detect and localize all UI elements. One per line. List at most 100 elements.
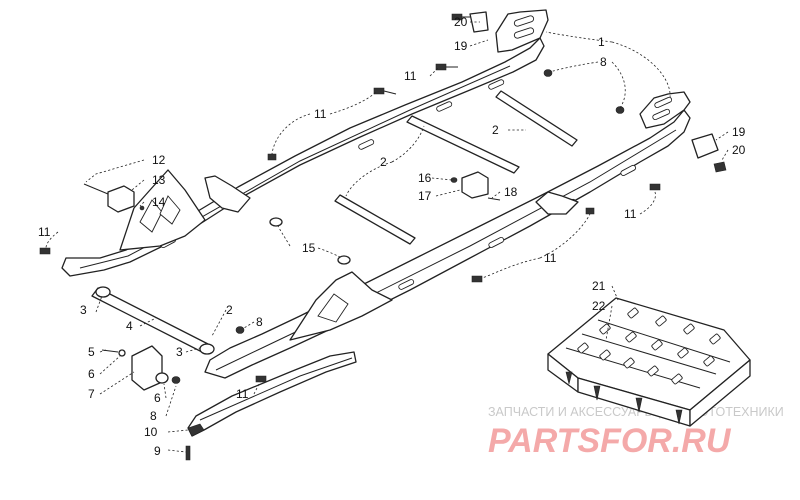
- module-lug: [709, 333, 721, 345]
- module-lug: [599, 323, 611, 335]
- callout-20: 20: [732, 143, 746, 157]
- bracket-bolt-top: [451, 13, 463, 21]
- callout-1: 1: [598, 35, 605, 49]
- watermark-brand: PARTSFOR.RU: [488, 422, 732, 460]
- callout-3: 3: [80, 303, 87, 317]
- rail-slot: [358, 139, 375, 150]
- module-side-right: [689, 359, 751, 427]
- module-lug: [655, 315, 667, 327]
- callout-13: 13: [152, 173, 166, 187]
- cross-shaft-lower: [334, 194, 416, 245]
- callout-2: 2: [380, 155, 387, 169]
- module-stud: [635, 397, 643, 413]
- callout-6: 6: [154, 391, 161, 405]
- callout-18: 18: [504, 185, 518, 199]
- cross-shaft-middle: [406, 115, 520, 174]
- bracket-bolt-right: [713, 161, 727, 173]
- nut: [139, 205, 145, 211]
- washer: [337, 255, 351, 265]
- slide-end: [187, 423, 205, 437]
- callout-9: 9: [154, 444, 161, 458]
- callout-10: 10: [144, 425, 158, 439]
- callout-16: 16: [418, 171, 432, 185]
- rail-slot: [488, 236, 505, 248]
- bolt: [39, 247, 51, 255]
- callout-3: 3: [176, 345, 183, 359]
- callout-22: 22: [592, 299, 606, 313]
- module-lug: [627, 307, 639, 319]
- callout-14: 14: [152, 195, 166, 209]
- leader-lines: [45, 21, 729, 453]
- right-rail-edge: [215, 129, 677, 371]
- callout-6: 6: [88, 367, 95, 381]
- module-lug: [683, 323, 695, 335]
- module-stud: [593, 385, 601, 401]
- module-lug: [647, 365, 659, 377]
- callout-12: 12: [152, 153, 166, 167]
- callout-5: 5: [88, 345, 95, 359]
- axle-bushing-right: [199, 343, 215, 355]
- module-lug: [625, 331, 637, 343]
- hardware: [39, 11, 727, 461]
- callout-11: 11: [544, 251, 557, 265]
- front-axle: [91, 287, 211, 354]
- callout-21: 21: [592, 279, 606, 293]
- callout-11: 11: [404, 69, 417, 83]
- front-wheel: [131, 345, 163, 391]
- callout-7: 7: [88, 387, 95, 401]
- callout-19: 19: [454, 39, 468, 53]
- brace-cutout: [159, 195, 181, 225]
- callout-15: 15: [302, 241, 316, 255]
- callout-labels: 1 2 2 2 3 3 4 5 6 6 7 8 8 8 9 10 11 11 1…: [38, 15, 746, 458]
- module-lug: [703, 355, 715, 367]
- nut: [171, 376, 181, 384]
- nut: [543, 69, 553, 77]
- rail-slot: [513, 27, 535, 39]
- wear-strip-module: [547, 297, 751, 427]
- rail-slot: [436, 101, 453, 112]
- callout-2: 2: [492, 123, 499, 137]
- bolt: [267, 153, 277, 161]
- callout-20: 20: [454, 15, 468, 29]
- callout-11: 11: [38, 225, 51, 239]
- callout-11: 11: [314, 107, 327, 121]
- slide-runner: [187, 351, 357, 437]
- rear-bracket-right: [691, 133, 719, 159]
- washer: [155, 372, 169, 384]
- left-rail: [61, 9, 549, 277]
- rail-slot: [513, 15, 535, 27]
- callout-17: 17: [418, 189, 432, 203]
- cross-shaft-upper: [495, 90, 578, 147]
- bolt: [255, 375, 267, 383]
- module-stud: [565, 371, 573, 385]
- callout-2: 2: [226, 303, 233, 317]
- rail-slot: [654, 96, 673, 109]
- rail-slot: [488, 79, 505, 90]
- callout-8: 8: [150, 409, 157, 423]
- left-rail-edge: [79, 65, 511, 269]
- module-lug: [577, 342, 589, 354]
- axle-bushing-left: [95, 286, 111, 298]
- nut: [615, 106, 625, 114]
- stop-block-front: [107, 185, 135, 213]
- module-lug: [651, 339, 663, 351]
- right-rail: [204, 91, 691, 379]
- cross-shafts: [91, 90, 578, 355]
- callout-11: 11: [236, 387, 249, 401]
- stop-block-rear: [461, 171, 489, 199]
- module-lug: [599, 349, 611, 361]
- callout-4: 4: [126, 319, 133, 333]
- module-lug: [677, 347, 689, 359]
- bolt: [471, 275, 483, 283]
- rail-slot: [620, 164, 637, 176]
- bolt: [649, 183, 661, 191]
- module-stud: [675, 409, 683, 425]
- bolt: [585, 207, 595, 215]
- slide-edge: [199, 357, 353, 421]
- nut: [235, 326, 245, 334]
- right-rail-gusset: [535, 191, 579, 215]
- watermark: ЗАПЧАСТИ И АКСЕССУАРЫ ДЛЯ МОТОТЕХНИКИ PA…: [488, 405, 784, 460]
- nut: [450, 177, 458, 183]
- module-lug: [623, 357, 635, 369]
